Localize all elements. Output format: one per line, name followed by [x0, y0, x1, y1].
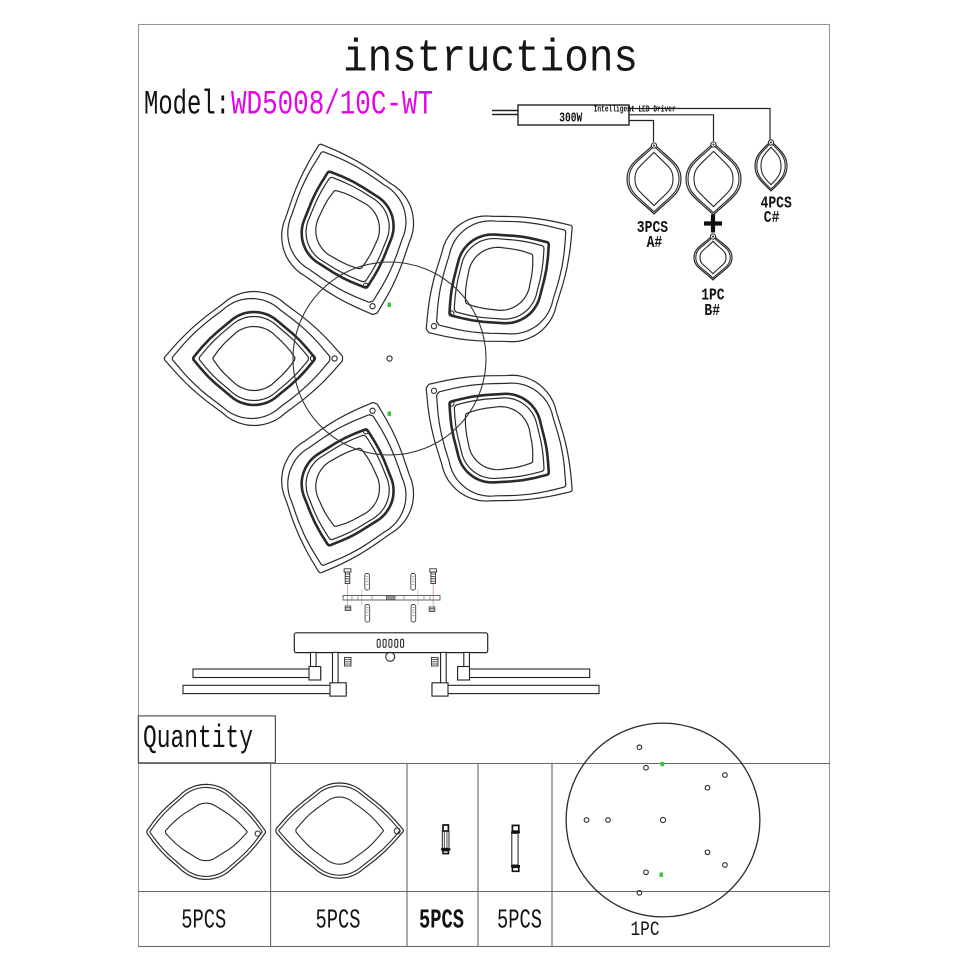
svg-text:1PC: 1PC — [631, 919, 660, 942]
svg-text:WD5008/10C-WT: WD5008/10C-WT — [231, 87, 433, 125]
svg-text:Model:: Model: — [144, 87, 230, 125]
svg-text:5PCS: 5PCS — [497, 907, 542, 937]
svg-text:3PCS: 3PCS — [637, 219, 668, 238]
svg-text:A#: A# — [647, 234, 663, 253]
svg-text:5PCS: 5PCS — [419, 907, 464, 937]
svg-text:1PC: 1PC — [701, 287, 724, 306]
svg-text:5PCS: 5PCS — [181, 907, 226, 937]
svg-text:B#: B# — [704, 302, 720, 321]
svg-text:instructions: instructions — [343, 34, 638, 85]
svg-text:4PCS: 4PCS — [761, 194, 792, 213]
svg-text:Intelligent LED Driver: Intelligent LED Driver — [594, 105, 676, 115]
svg-text:5PCS: 5PCS — [316, 907, 361, 937]
svg-text:C#: C# — [764, 209, 780, 228]
svg-text:Quantity: Quantity — [143, 720, 253, 757]
svg-text:300W: 300W — [559, 111, 582, 127]
